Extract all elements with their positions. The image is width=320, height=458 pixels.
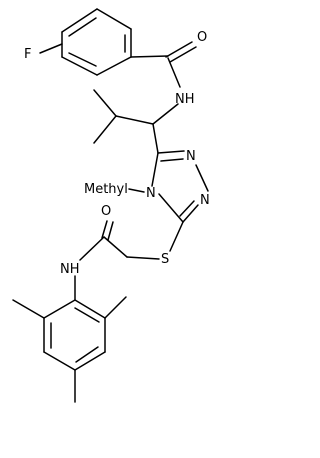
bond-ch-isopropyl <box>115 115 154 125</box>
sulfur-atom-label: S <box>161 252 169 267</box>
bond-ring-carbonyl <box>130 55 169 58</box>
bond-c-f <box>39 43 63 54</box>
carbonyl-oxygen-lower-label: O <box>101 204 111 219</box>
bond-c-o-double <box>101 220 108 239</box>
bond <box>158 193 184 223</box>
bond <box>160 158 184 162</box>
fluorine-atom-label: F <box>24 47 31 62</box>
bond-ch-triazole <box>152 123 159 154</box>
double-bond-inner <box>68 17 97 37</box>
triazole-ring <box>151 150 209 223</box>
bond <box>179 200 195 217</box>
bond <box>61 8 98 33</box>
bond <box>74 351 106 371</box>
bond <box>96 8 132 30</box>
bond-ortho-methyl-right <box>104 296 127 319</box>
bond <box>74 299 106 319</box>
bond-carbonyl-nh <box>79 236 105 261</box>
mesityl-ring <box>43 299 106 371</box>
bond-nh-ch <box>152 103 179 125</box>
fluorophenyl-ring <box>61 8 132 76</box>
bond-s-ch2 <box>126 256 160 260</box>
bond-triazole-s <box>169 221 184 252</box>
bond <box>61 56 98 76</box>
triazole-n-upper-label: N <box>186 149 196 164</box>
amide-nh-lower-label: NH <box>60 262 80 277</box>
bond-ortho-methyl-left <box>12 299 45 319</box>
bond <box>151 152 159 187</box>
bond <box>182 204 199 223</box>
bond-carbonyl-nh <box>167 57 181 88</box>
chemical-structure: F O NH N N N Methyl S O NH <box>12 8 210 403</box>
carbonyl-oxygen-top-label: O <box>197 30 207 45</box>
bond <box>43 299 76 319</box>
bond-c-o-double <box>107 221 114 241</box>
methyl-on-n-label: Methyl <box>84 182 128 197</box>
double-bond-inner <box>68 52 97 67</box>
bond <box>43 351 76 371</box>
bond <box>157 150 185 154</box>
triazole-n-lower-label: N <box>200 193 210 208</box>
bond-c-o-double <box>169 46 197 63</box>
amide-nh-top-label: NH <box>175 92 195 107</box>
bond <box>195 164 209 192</box>
double-bond-inner <box>74 307 100 323</box>
bond-isopropyl-methyl1 <box>93 89 117 117</box>
bond-isopropyl-methyl2 <box>93 115 117 144</box>
triazole-n-methyl-label: N <box>146 186 156 201</box>
bond <box>96 56 132 76</box>
bond-c-o-double <box>165 41 193 58</box>
double-bond-inner <box>75 346 99 363</box>
bond-n-methyl <box>128 188 145 193</box>
